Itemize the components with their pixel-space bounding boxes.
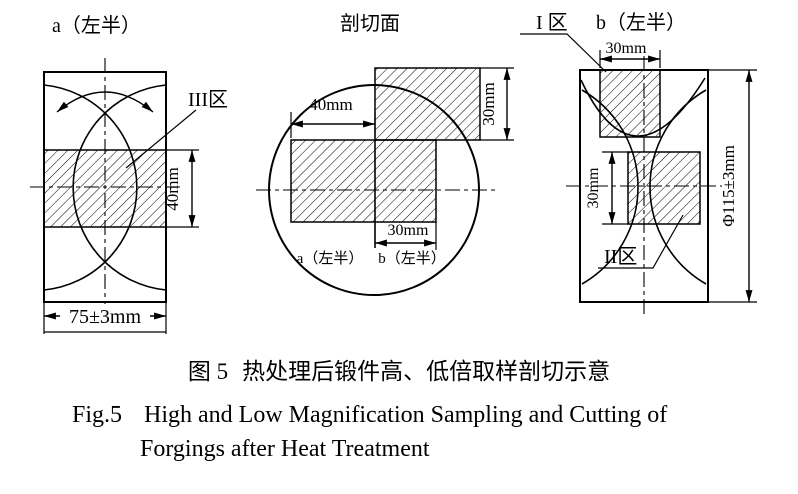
figure-a: a（左半） III区 40mm 75±3mm [30, 14, 228, 334]
figure-section: 剖切面 40mm 30mm 30mm [256, 12, 514, 296]
main-sample-hatched [290, 139, 437, 223]
figure-a-title: a（左半） [52, 14, 141, 37]
dim-top-width-text: 30mm [606, 40, 647, 57]
dim-square-height: 30mm [585, 151, 628, 225]
section-label-a: a（左半） [297, 250, 364, 267]
die-arc-right [72, 84, 167, 291]
zone3-leader-line [125, 109, 197, 169]
section-label-b: b（左半） [378, 250, 446, 267]
dim-a-sample-width: 40mm [290, 95, 376, 138]
zone1-leader-line [520, 33, 607, 73]
dim-band-height: 40mm [163, 149, 199, 228]
dim-width-text: 75±3mm [69, 306, 142, 328]
zone2-label: II区 [604, 246, 637, 268]
dim-top-width: 30mm [599, 40, 661, 68]
zone1-label: I 区 [536, 12, 568, 34]
zone1-sample-hatched [599, 69, 661, 138]
forging-outline-a [43, 71, 167, 303]
zone2-sample-hatched [627, 151, 701, 225]
section-circle [268, 84, 480, 296]
sampling-diagram: a（左半） III区 40mm 75±3mm [30, 11, 757, 334]
dim-diameter-text: Φ115±3mm [719, 145, 738, 227]
dim-square-height-text: 30mm [585, 167, 602, 208]
zone3-label: III区 [188, 89, 228, 111]
die-arc-left [43, 84, 138, 291]
caption-en-text1: High and Low Magnification Sampling and … [144, 402, 668, 428]
caption-zh-number: 图 5 [187, 359, 229, 384]
section-title: 剖切面 [340, 12, 400, 35]
sample-band-hatched [43, 149, 167, 228]
caption-zh-text: 热处理后锻件高、低倍取样剖切示意 [242, 359, 611, 384]
zone2-leader-line [598, 214, 684, 269]
dim-diameter: Φ115±3mm [708, 69, 757, 303]
captions: 图 5 热处理后锻件高、低倍取样剖切示意 Fig.5 High and Low Ma… [0, 342, 798, 463]
caption-en-line2: Forgings after Heat Treatment [140, 436, 430, 462]
figure-b-title: b（左半） [596, 11, 686, 34]
dim-a-sample-width-text: 40mm [309, 95, 352, 114]
dim-top-sample-height: 30mm [479, 67, 514, 141]
caption-zh: 图 5 热处理后锻件高、低倍取样剖切示意 [0, 352, 798, 386]
dim-top-sample-height-text: 30mm [479, 82, 498, 125]
caption-en-number: Fig.5 [72, 402, 123, 428]
dim-band-height-text: 40mm [163, 167, 182, 210]
rotation-arrow [56, 91, 154, 113]
figure-b: I 区 b（左半） 30mm 30mm II区 [520, 11, 757, 316]
caption-en-line1: Fig.5 High and Low Magnification Sampling… [72, 402, 798, 429]
top-sample-hatched [374, 67, 481, 141]
dim-width: 75±3mm [43, 302, 167, 334]
dim-b-sample-width: 30mm [375, 222, 437, 250]
dim-b-sample-width-text: 30mm [388, 222, 429, 239]
